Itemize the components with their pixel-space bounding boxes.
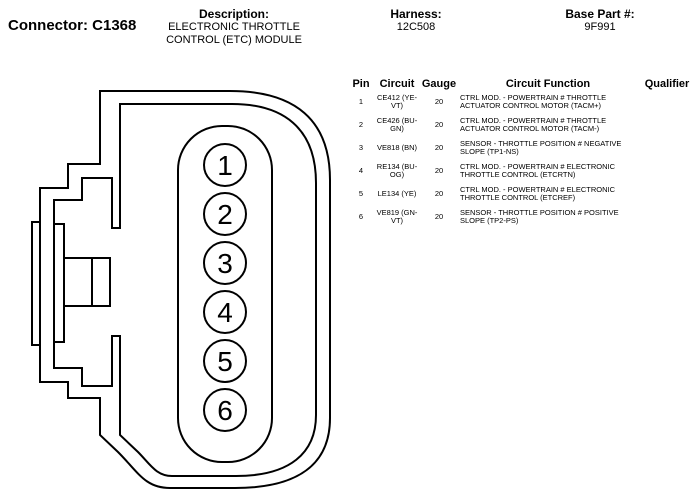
circuit-cell: RE134 (BU-OG) [376,161,418,179]
col-gauge-header: Gauge [421,78,457,90]
function-cell: SENSOR - THROTTLE POSITION # NEGATIVE SL… [460,138,622,156]
latch-outline [39,222,111,345]
gauge-cell: 20 [434,142,444,152]
pin-number-label: 3 [217,248,233,279]
circuit-cell: CE412 (YE-VT) [376,92,418,110]
gauge-cell: 20 [434,165,444,175]
pin-cell: 6 [358,211,364,221]
description-title: Description: [198,7,269,21]
harness-block: Harness: 12C508 [380,8,452,34]
gauge-cell: 20 [434,188,444,198]
connector-housing-outline [31,90,331,489]
qualifier-cell [638,205,696,228]
pin-cell: 4 [358,165,364,175]
harness-title: Harness: [390,7,442,21]
table-row: 5 LE134 (YE) 20 CTRL MOD. - POWERTRAIN # EL… [348,182,696,205]
connector-face-diagram: 1 2 3 4 5 6 [31,90,331,489]
gauge-cell: 20 [434,96,444,106]
col-qualifier-header: Qualifier [644,78,690,90]
base-part-value: 9F991 [584,21,616,33]
function-cell: CTRL MOD. - POWERTRAIN # THROTTLE ACTUAT… [460,115,607,133]
base-part-title: Base Part #: [565,7,635,21]
table-row: 4 RE134 (BU-OG) 20 CTRL MOD. - POWERTRAIN #… [348,159,696,182]
qualifier-cell [638,159,696,182]
table-row: 1 CE412 (YE-VT) 20 CTRL MOD. - POWERTRAIN #… [348,90,696,113]
qualifier-cell [638,90,696,113]
pin-number-label: 5 [217,346,233,377]
circuit-cell: VE818 (BN) [376,142,418,152]
function-cell: CTRL MOD. - POWERTRAIN # ELECTRONIC THRO… [460,184,616,202]
description-line-1: ELECTRONIC THROTTLE [168,21,300,33]
harness-value: 12C508 [396,21,436,33]
pin-cell: 2 [358,119,364,129]
pin-circle [203,290,247,334]
qualifier-cell [638,136,696,159]
pin-cavity-outline [177,125,273,463]
pin-circle [203,241,247,285]
function-cell: CTRL MOD. - POWERTRAIN # THROTTLE ACTUAT… [460,92,607,110]
gauge-cell: 20 [434,119,444,129]
pin-number-label: 1 [217,150,233,181]
description-block: Description: ELECTRONIC THROTTLE CONTROL… [160,8,308,47]
col-function-header: Circuit Function [505,78,591,90]
connector-inner-outline [53,103,317,477]
pin-table: Pin Circuit Gauge Circuit Function Quali… [348,77,696,228]
pin-circle [203,339,247,383]
circuit-cell: LE134 (YE) [377,188,417,198]
table-row: 3 VE818 (BN) 20 SENSOR - THROTTLE POSITION … [348,136,696,159]
table-header-row: Pin Circuit Gauge Circuit Function Quali… [348,77,696,90]
pin-circle [203,192,247,236]
pin-cell: 5 [358,188,364,198]
circuit-cell: CE426 (BU-GN) [376,115,418,133]
function-cell: CTRL MOD. - POWERTRAIN # ELECTRONIC THRO… [460,161,616,179]
circuit-cell: VE819 (GN-VT) [376,207,418,225]
pin-cell: 1 [358,96,364,106]
pin-number-label: 2 [217,199,233,230]
pin-circle [203,143,247,187]
table-row: 2 CE426 (BU-GN) 20 CTRL MOD. - POWERTRAIN #… [348,113,696,136]
pin-number-label: 4 [217,297,233,328]
pin-number-label: 6 [217,395,233,426]
connector-label: Connector: C1368 [8,17,137,34]
qualifier-cell [638,113,696,136]
qualifier-cell [638,182,696,205]
pin-cell: 3 [358,142,364,152]
gauge-cell: 20 [434,211,444,221]
table-row: 6 VE819 (GN-VT) 20 SENSOR - THROTTLE POSITI… [348,205,696,228]
function-cell: SENSOR - THROTTLE POSITION # POSITIVE SL… [460,207,619,225]
pin-circle [203,388,247,432]
base-part-block: Base Part #: 9F991 [555,8,645,34]
col-circuit-header: Circuit [379,78,415,90]
col-pin-header: Pin [352,78,370,90]
description-line-2: CONTROL (ETC) MODULE [166,34,302,46]
